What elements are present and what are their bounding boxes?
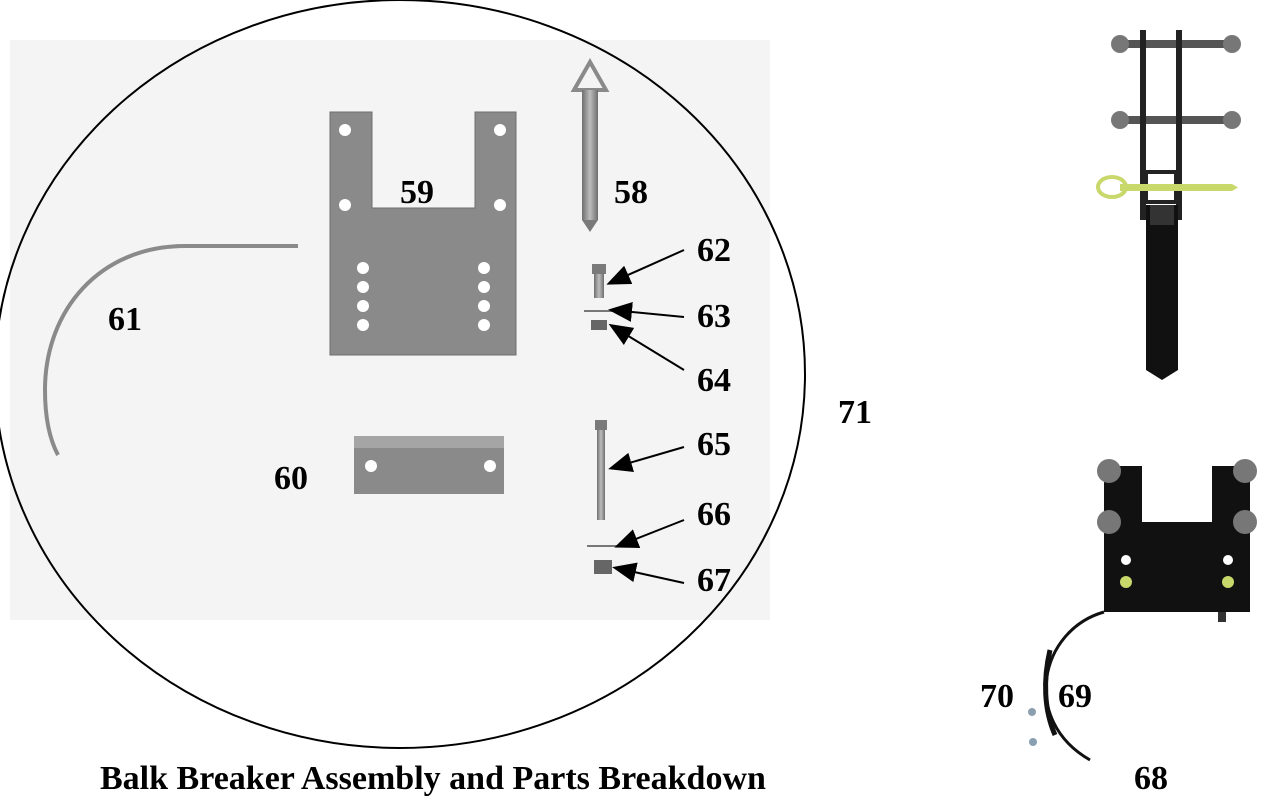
label-58: 58 bbox=[614, 174, 648, 211]
label-65: 65 bbox=[697, 426, 731, 463]
label-60: 60 bbox=[274, 460, 308, 497]
label-62: 62 bbox=[697, 232, 731, 269]
arrow-62 bbox=[606, 249, 685, 285]
label-69: 69 bbox=[1058, 678, 1092, 715]
label-66: 66 bbox=[697, 496, 731, 533]
bracket-60 bbox=[354, 436, 504, 494]
label-71: 71 bbox=[838, 394, 872, 431]
nut-67 bbox=[594, 560, 612, 574]
exploded-view-oval bbox=[0, 0, 806, 749]
arrow-64 bbox=[608, 323, 685, 371]
washer-66 bbox=[587, 545, 617, 547]
curved-rod-61 bbox=[42, 244, 298, 456]
label-61: 61 bbox=[108, 301, 142, 338]
label-67: 67 bbox=[697, 562, 731, 599]
arrow-63 bbox=[608, 301, 685, 322]
label-64: 64 bbox=[697, 362, 731, 399]
label-59: 59 bbox=[400, 174, 434, 211]
nut-64 bbox=[591, 320, 607, 330]
washer-63 bbox=[584, 310, 614, 312]
arrow-65 bbox=[608, 446, 685, 472]
pin-58 bbox=[570, 57, 610, 232]
arrow-66 bbox=[614, 519, 685, 548]
label-63: 63 bbox=[697, 298, 731, 335]
bolt-65 bbox=[595, 420, 607, 520]
assembled-front-view bbox=[1028, 459, 1257, 762]
label-70: 70 bbox=[980, 678, 1014, 715]
assembled-side-view bbox=[1096, 30, 1241, 380]
diagram-caption: Balk Breaker Assembly and Parts Breakdow… bbox=[100, 760, 766, 797]
label-68: 68 bbox=[1134, 760, 1168, 797]
plate-59 bbox=[329, 111, 517, 356]
bolt-62 bbox=[592, 264, 606, 298]
arrow-67 bbox=[612, 562, 685, 584]
